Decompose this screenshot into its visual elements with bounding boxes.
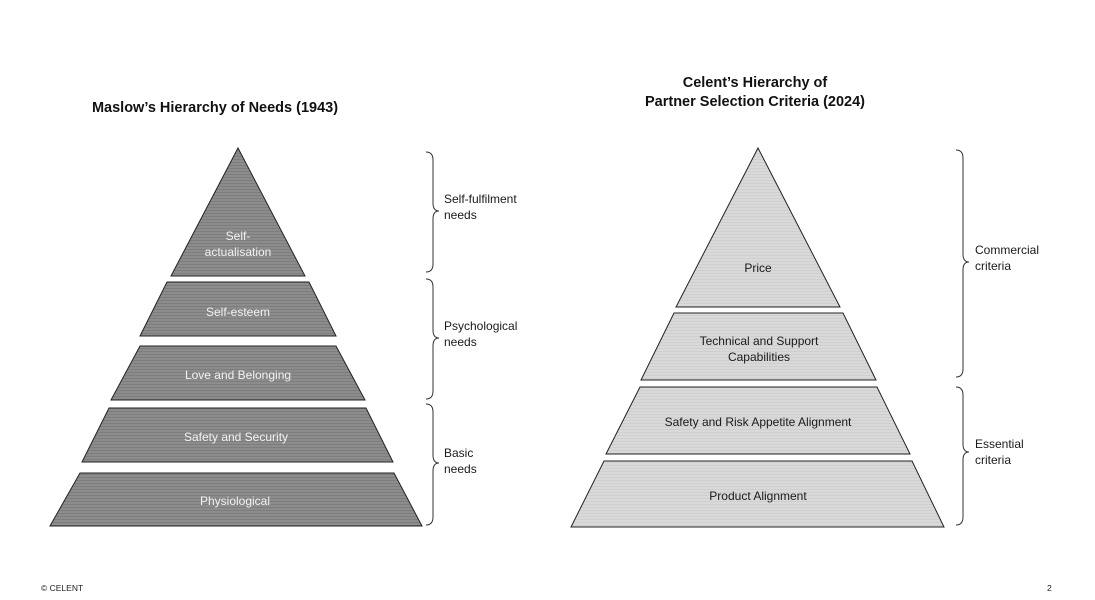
- left-brace-psychological: [425, 278, 440, 400]
- copyright-footer: © CELENT: [41, 583, 84, 593]
- left-diagram-title: Maslow’s Hierarchy of Needs (1943): [91, 100, 339, 116]
- right-level-safety-risk: [605, 386, 911, 455]
- left-level-label-1: Self-actualisation: [204, 229, 272, 259]
- left-level-physiological: [49, 472, 423, 527]
- right-diagram-title: Celent’s Hierarchy of Partner Selection …: [600, 74, 910, 112]
- left-brace-self-fulfilment: [425, 151, 440, 273]
- left-level-love-belonging: [110, 345, 366, 401]
- right-level-product: [570, 460, 945, 528]
- left-level-label-2: Self-esteem: [205, 305, 271, 319]
- right-title-line-2: Partner Selection Criteria (2024): [644, 94, 865, 110]
- right-level-label-3: Safety and Risk Appetite Alignment: [664, 415, 852, 429]
- right-level-technical: [640, 312, 877, 381]
- left-level-self-actualisation: [170, 146, 306, 277]
- left-level-self-esteem: [139, 281, 337, 337]
- page-number: 2: [1047, 583, 1052, 593]
- right-level-label-4: Product Alignment: [709, 489, 807, 503]
- left-level-label-5: Physiological: [199, 494, 271, 508]
- right-brace-essential: [955, 386, 970, 526]
- right-brace-commercial: [955, 149, 970, 378]
- left-level-label-4: Safety and Security: [183, 430, 289, 444]
- left-brace-basic: [425, 403, 440, 526]
- right-level-price: [675, 146, 841, 308]
- right-title-line-1: Celent’s Hierarchy of: [682, 75, 828, 91]
- left-level-label-3: Love and Belonging: [184, 368, 292, 382]
- right-level-label-1: Price: [744, 261, 772, 275]
- left-level-safety-security: [81, 407, 394, 463]
